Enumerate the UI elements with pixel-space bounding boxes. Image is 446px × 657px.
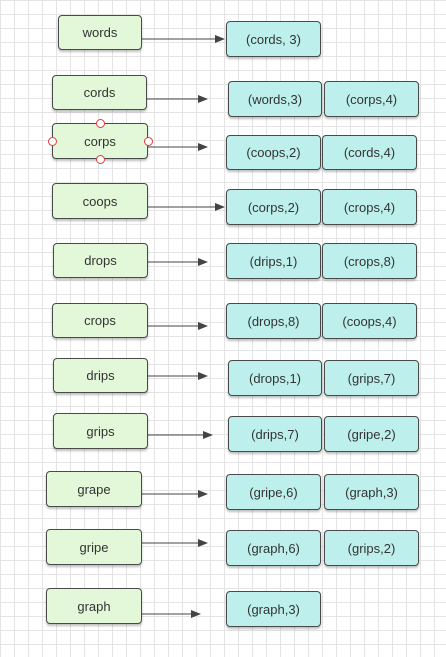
value-node-gripe-1[interactable]: (graph,6)	[226, 530, 321, 566]
key-node-cords[interactable]: cords	[52, 75, 147, 110]
selection-handle-bottom[interactable]	[95, 154, 105, 164]
value-node-words-1[interactable]: (cords, 3)	[226, 21, 321, 57]
value-node-crops-2[interactable]: (coops,4)	[322, 303, 417, 339]
value-node-drops-2[interactable]: (crops,8)	[322, 243, 417, 279]
key-node-corps[interactable]: corps	[52, 123, 148, 159]
key-node-drips[interactable]: drips	[53, 358, 148, 393]
value-node-corps-2[interactable]: (cords,4)	[322, 135, 417, 170]
value-node-crops-1[interactable]: (drops,8)	[226, 303, 321, 339]
key-node-crops[interactable]: crops	[52, 303, 148, 338]
value-node-cords-1[interactable]: (words,3)	[228, 81, 322, 117]
value-node-grape-2[interactable]: (graph,3)	[324, 474, 419, 510]
selection-handle-right[interactable]	[143, 136, 153, 146]
key-node-drops[interactable]: drops	[53, 243, 148, 278]
key-node-gripe[interactable]: gripe	[46, 529, 142, 565]
value-node-gripe-2[interactable]: (grips,2)	[324, 530, 419, 566]
key-node-grips[interactable]: grips	[53, 413, 148, 449]
value-node-grape-1[interactable]: (gripe,6)	[226, 474, 321, 510]
value-node-graph-1[interactable]: (graph,3)	[226, 591, 321, 627]
value-node-coops-2[interactable]: (crops,4)	[322, 189, 417, 225]
selection-handle-top[interactable]	[95, 118, 105, 128]
value-node-drops-1[interactable]: (drips,1)	[226, 243, 321, 279]
key-node-graph[interactable]: graph	[46, 588, 142, 624]
key-node-grape[interactable]: grape	[46, 471, 142, 507]
value-node-drips-1[interactable]: (drops,1)	[228, 360, 322, 396]
key-node-words[interactable]: words	[58, 15, 142, 50]
value-node-grips-1[interactable]: (drips,7)	[228, 416, 322, 452]
value-node-cords-2[interactable]: (corps,4)	[324, 81, 419, 117]
value-node-corps-1[interactable]: (coops,2)	[226, 135, 321, 170]
value-node-drips-2[interactable]: (grips,7)	[324, 360, 419, 396]
key-node-coops[interactable]: coops	[52, 183, 148, 219]
value-node-grips-2[interactable]: (gripe,2)	[324, 416, 419, 452]
value-node-coops-1[interactable]: (corps,2)	[226, 189, 321, 225]
selection-handle-left[interactable]	[47, 136, 57, 146]
